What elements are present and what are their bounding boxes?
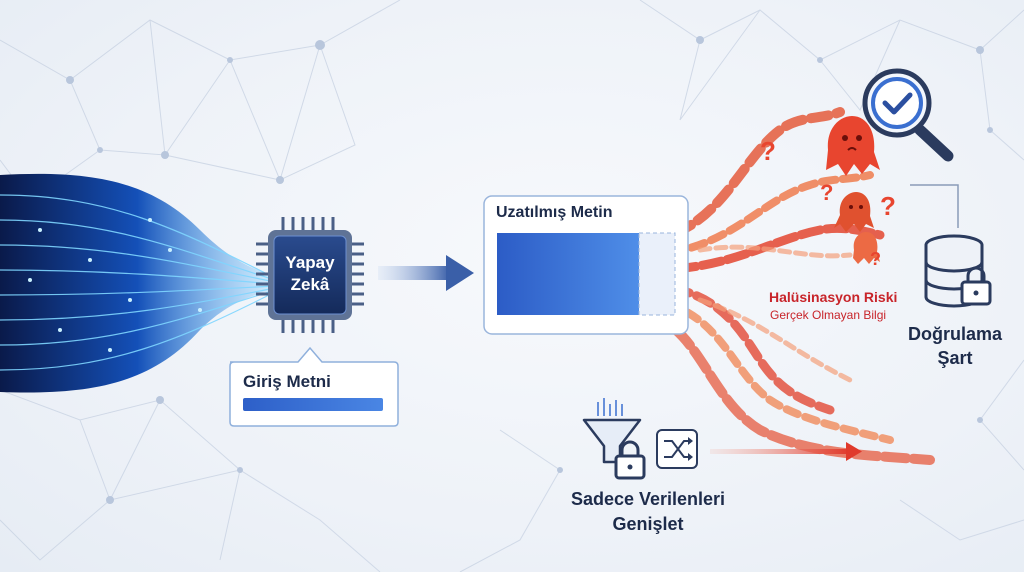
hallucination-title: Halüsinasyon Riski [769,289,898,305]
shuffle-icon [656,429,698,469]
chip-label: Yapay Zekâ [278,252,342,296]
output-box-title: Uzatılmış Metin [496,204,613,221]
chip-label-line2: Zekâ [290,275,330,294]
arrow-icon [378,255,474,291]
hallucination-streams [645,107,935,465]
output-text-block [497,233,639,315]
svg-text:?: ? [820,180,833,205]
expand-label: Sadece Verilenleri Genişlet [548,487,748,537]
magnifier-check-icon [862,68,954,162]
chip-icon [256,217,364,333]
expand-line2: Genişlet [612,514,684,534]
chip-label-line1: Yapay [285,253,335,272]
svg-text:?: ? [760,136,776,166]
input-text-bar [243,398,383,411]
svg-text:?: ? [880,191,896,221]
input-box-title: Giriş Metni [243,372,331,391]
output-box [483,195,689,335]
question-icon: ? ? ? ? [760,136,896,269]
database-lock-icon [924,234,992,308]
hallucination-subtitle: Gerçek Olmayan Bilgi [770,308,887,322]
fiber-cable-icon [0,173,276,393]
funnel-lock-icon [582,398,646,480]
verification-line2: Şart [937,348,973,368]
svg-text:?: ? [870,249,881,269]
verification-line1: Doğrulama [907,324,1003,344]
expand-line1: Sadece Verilenleri [570,489,726,509]
input-box [229,346,399,427]
ghost-icon [826,116,880,264]
red-arrow-icon [710,442,862,461]
network-nodes [66,36,993,504]
verification-label: Doğrulama Şart [905,322,1005,370]
